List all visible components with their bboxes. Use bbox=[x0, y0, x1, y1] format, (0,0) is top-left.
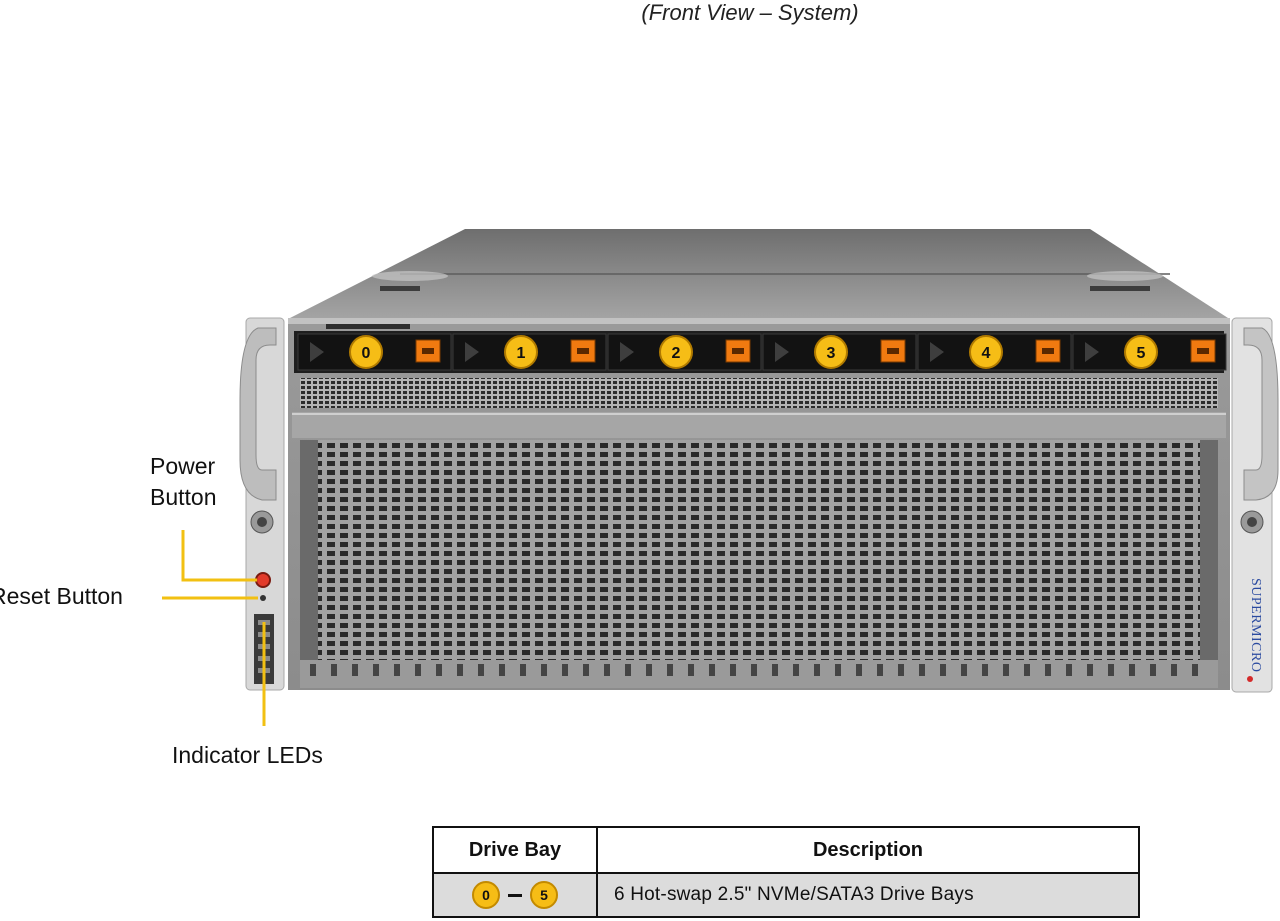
bay-number-label: 1 bbox=[517, 345, 526, 362]
bay-number-badge bbox=[659, 335, 693, 369]
indicator-leds-label: Indicator LEDs bbox=[172, 742, 323, 768]
drive-bays: 0 1 2 3 4 5 bbox=[297, 333, 1227, 371]
brand-logo: SUPERMICRO bbox=[1248, 578, 1263, 672]
drive-bay-range-cell: 0 5 bbox=[432, 872, 598, 918]
bay-end-badge: 5 bbox=[530, 881, 558, 909]
power-button-label: Power Button bbox=[150, 453, 217, 510]
bay-number-badge bbox=[1124, 335, 1158, 369]
drive-bay-1[interactable]: 1 bbox=[452, 333, 607, 371]
bay-number-badge bbox=[349, 335, 383, 369]
reset-button-icon bbox=[260, 595, 266, 601]
power-button-callout-line bbox=[181, 530, 257, 582]
description-header: Description bbox=[596, 826, 1140, 874]
drive-bay-legend-table: Drive Bay Description 0 5 6 Hot-swap 2.5… bbox=[432, 826, 1140, 918]
drive-bay-5[interactable]: 5 bbox=[1072, 333, 1227, 371]
upper-vent bbox=[300, 378, 1218, 408]
drive-bay-4[interactable]: 4 bbox=[917, 333, 1072, 371]
bay-number-badge bbox=[504, 335, 538, 369]
power-button-icon bbox=[255, 572, 271, 588]
bay-number-label: 5 bbox=[1137, 345, 1146, 362]
bay-start-badge: 0 bbox=[472, 881, 500, 909]
bay-number-badge bbox=[814, 335, 848, 369]
drive-bay-3[interactable]: 3 bbox=[762, 333, 917, 371]
bay-number-badge bbox=[969, 335, 1003, 369]
drive-bay-2[interactable]: 2 bbox=[607, 333, 762, 371]
bay-number-label: 0 bbox=[362, 345, 371, 362]
table-row: 0 5 6 Hot-swap 2.5" NVMe/SATA3 Drive Bay… bbox=[432, 872, 1140, 918]
range-dash bbox=[508, 893, 522, 897]
reset-button-label: Reset Button bbox=[0, 583, 123, 609]
view-caption: (Front View – System) bbox=[641, 0, 859, 25]
bay-number-label: 4 bbox=[982, 345, 991, 362]
drive-bay-header: Drive Bay bbox=[432, 826, 598, 874]
description-cell: 6 Hot-swap 2.5" NVMe/SATA3 Drive Bays bbox=[596, 872, 1140, 918]
bay-number-label: 3 bbox=[827, 345, 836, 362]
bay-number-label: 2 bbox=[672, 345, 681, 362]
drive-bay-0[interactable]: 0 bbox=[297, 333, 452, 371]
